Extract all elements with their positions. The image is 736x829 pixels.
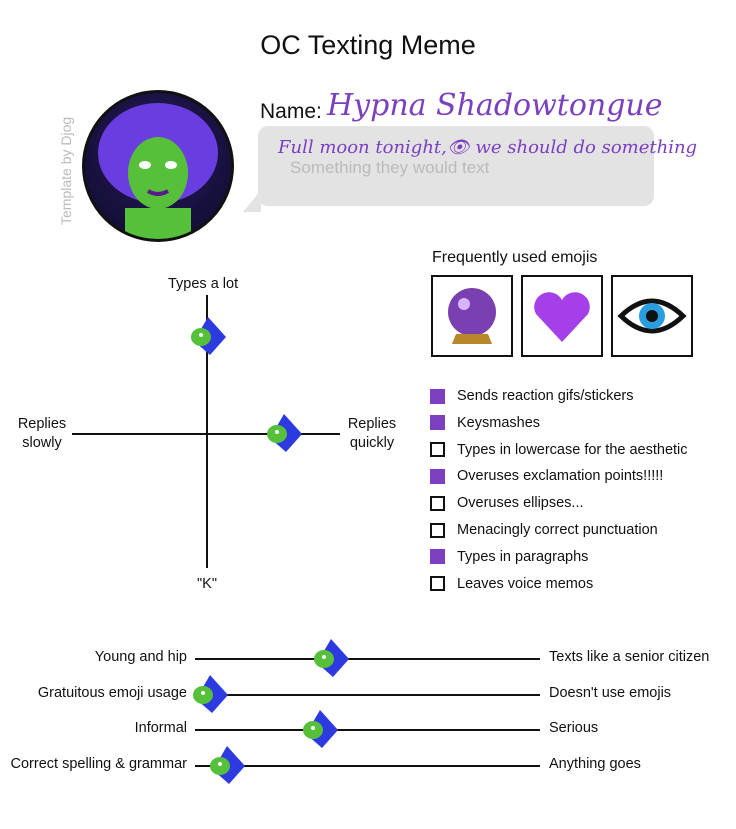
slider-right-label: Texts like a senior citizen — [549, 649, 710, 665]
checkbox[interactable] — [430, 442, 445, 458]
slider-track — [195, 764, 540, 767]
checkbox[interactable] — [430, 495, 445, 511]
axis-top-label: Types a lot — [168, 276, 239, 292]
avatar — [82, 90, 234, 242]
template-credit: Template by Djog — [58, 116, 74, 225]
slider-marker — [309, 637, 351, 679]
checklist-label: Overuses exclamation points!!!!! — [457, 468, 664, 485]
checklist-label: Types in paragraphs — [457, 548, 589, 565]
purple-heart-icon — [534, 292, 590, 342]
checkbox[interactable] — [430, 388, 445, 404]
axis-right-label: Replies quickly — [347, 416, 397, 451]
slider-marker — [205, 744, 247, 786]
character-name: Hypna Shadowtongue — [327, 88, 663, 123]
slider-left-label: Gratuitous emoji usage — [37, 684, 187, 701]
checklist-item[interactable]: Menacingly correct punctuation — [430, 522, 658, 538]
checklist-label: Menacingly correct punctuation — [457, 522, 658, 538]
slider-left-label: Young and hip — [94, 649, 187, 665]
slider-marker — [298, 708, 340, 750]
bubble-placeholder: Something they would text — [290, 158, 490, 177]
checklist-item[interactable]: Sends reaction gifs/stickers — [430, 388, 634, 404]
page-title: OC Texting Meme — [260, 30, 476, 60]
checklist-label: Leaves voice memos — [457, 575, 594, 592]
text-bubble — [258, 126, 654, 206]
emoji-box-1 — [431, 275, 513, 357]
emojis-title: Frequently used emojis — [432, 249, 598, 266]
eye-icon — [617, 298, 687, 334]
message-text: Full moon tonight, — [278, 137, 447, 158]
crystal-ball-icon — [448, 288, 496, 344]
slider-right-label: Serious — [549, 720, 599, 736]
slider-left-label: Informal — [134, 720, 187, 736]
slider-track — [195, 693, 540, 696]
checklist-label: Types in lowercase for the aesthetic — [457, 441, 688, 458]
checklist-item[interactable]: Leaves voice memos — [430, 576, 593, 592]
slider-left-label: Correct spelling & grammar — [10, 755, 187, 772]
eye-icon: 👁 — [446, 137, 470, 158]
checklist-item[interactable]: Types in paragraphs — [430, 549, 588, 565]
checklist-item[interactable]: Overuses ellipses... — [430, 495, 584, 511]
checkbox[interactable] — [430, 415, 445, 431]
axis-left-label: Replies slowly — [17, 416, 67, 451]
bubble-tail — [243, 190, 261, 212]
slider-track — [195, 658, 540, 660]
name-label: Name: — [260, 100, 322, 123]
y-axis — [206, 295, 208, 568]
character-marker — [186, 315, 228, 357]
slider-marker — [188, 673, 230, 715]
checkbox[interactable] — [430, 468, 445, 484]
checklist-label: Overuses ellipses... — [457, 495, 584, 512]
bubble-message: Full moon tonight,👁 we should do somethi… — [278, 137, 697, 158]
slider-right-label: Doesn't use emojis — [549, 684, 672, 701]
message-text-rest: we should do something — [469, 137, 698, 158]
checklist-item[interactable]: Types in lowercase for the aesthetic — [430, 442, 688, 458]
emoji-box-2 — [521, 275, 603, 357]
slider-track — [195, 729, 540, 731]
character-marker — [262, 412, 304, 454]
checklist-item[interactable]: Keysmashes — [430, 415, 540, 431]
checkbox[interactable] — [430, 522, 445, 538]
slider-right-label: Anything goes — [549, 755, 641, 772]
checklist-label: Keysmashes — [457, 414, 541, 431]
checklist-item[interactable]: Overuses exclamation points!!!!! — [430, 468, 663, 484]
checkbox[interactable] — [430, 549, 445, 565]
emoji-box-3 — [611, 275, 693, 357]
checkbox[interactable] — [430, 576, 445, 592]
axis-bottom-label: "K" — [197, 576, 217, 592]
checklist-label: Sends reaction gifs/stickers — [457, 388, 634, 404]
